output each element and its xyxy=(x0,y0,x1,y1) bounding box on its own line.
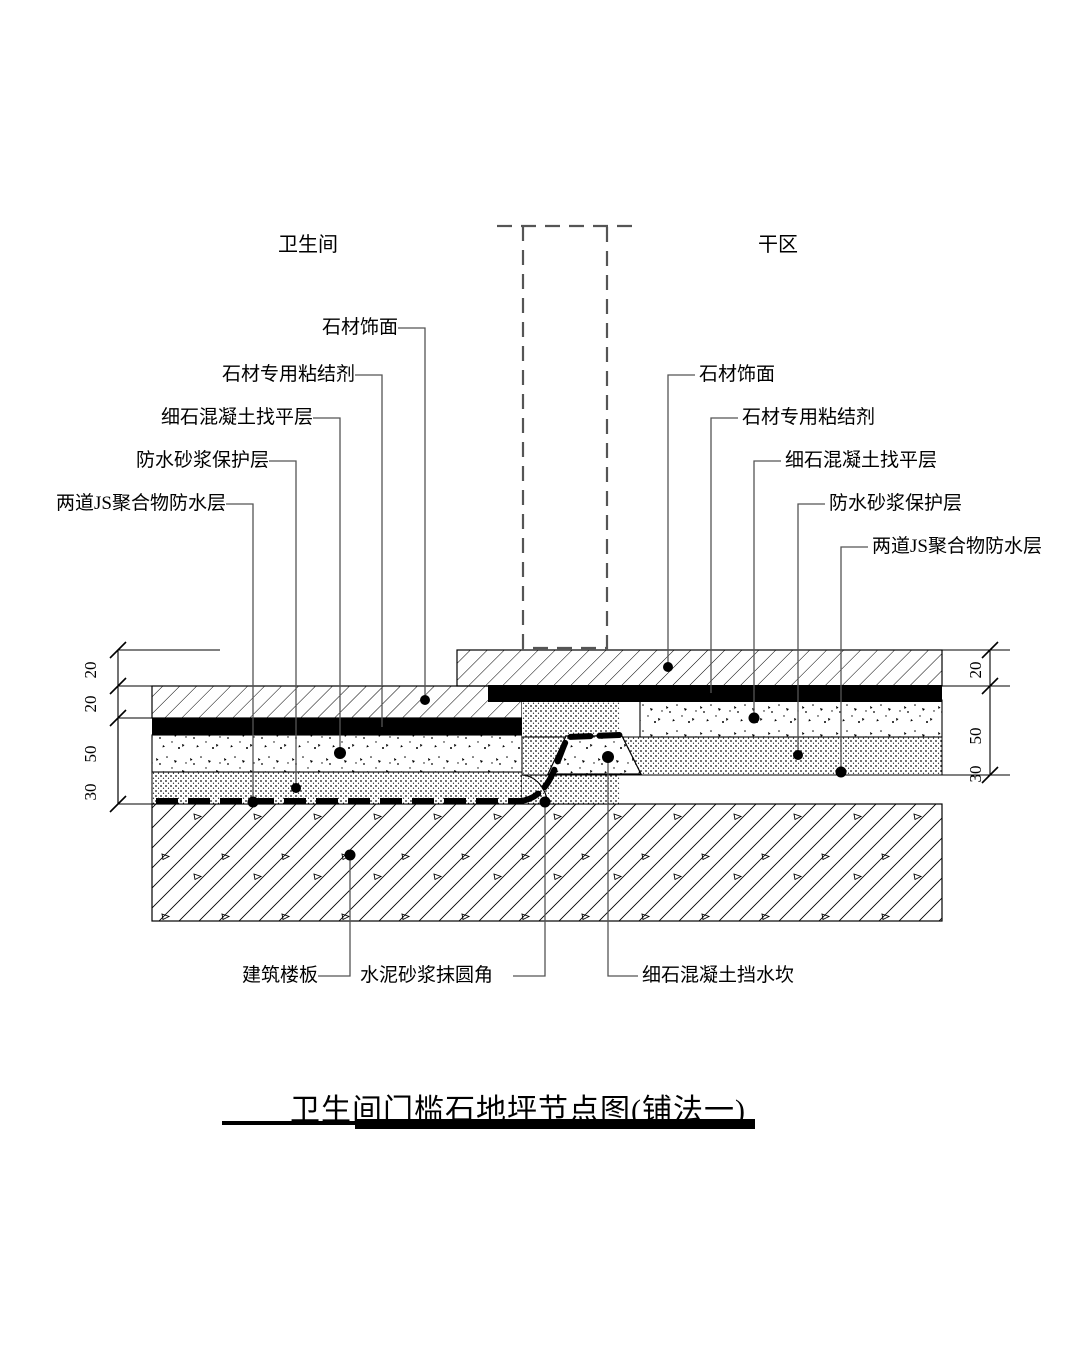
right-stone-adhesive-band xyxy=(488,685,942,702)
dimension-chain-right xyxy=(870,641,1010,784)
leader-lines-left xyxy=(226,327,426,802)
leader-dots-bottom xyxy=(344,751,614,861)
label-js-polymer-waterproof-right: 两道JS聚合物防水层 xyxy=(872,536,1042,557)
drawing-title: 卫生间门槛石地坪节点图(铺法一) xyxy=(290,1094,746,1127)
label-fine-concrete-screed-left: 细石混凝土找平层 xyxy=(160,407,313,428)
right-fine-concrete-screed xyxy=(639,699,943,738)
structural-floor-slab xyxy=(151,803,943,922)
dimension-left-2: 20 xyxy=(81,695,100,713)
label-cement-mortar-fillet: 水泥砂浆抹圆角 xyxy=(360,965,494,986)
label-js-polymer-waterproof-left: 两道JS聚合物防水层 xyxy=(56,493,226,514)
right-stone-facing xyxy=(456,649,943,687)
label-fine-concrete-water-stop: 细石混凝土挡水坎 xyxy=(642,965,795,986)
title-underline xyxy=(222,1119,755,1129)
label-stone-adhesive-left: 石材专用粘结剂 xyxy=(221,364,355,385)
label-stone-adhesive-right: 石材专用粘结剂 xyxy=(742,407,876,428)
leader-lines-right xyxy=(667,374,868,772)
zone-label-dry-area: 干区 xyxy=(758,234,798,256)
dimension-left-3: 50 xyxy=(81,745,100,763)
left-stone-adhesive-band xyxy=(152,718,522,735)
label-waterproof-mortar-protection-left: 防水砂浆保护层 xyxy=(135,450,269,471)
door-leaf-dashed-outline xyxy=(497,224,637,650)
dimension-chain-left xyxy=(109,641,220,813)
leader-dots-right xyxy=(663,662,847,778)
dimension-left-1: 20 xyxy=(81,661,100,679)
js-waterproof-membrane-upturn xyxy=(517,732,623,804)
dimension-right-1: 20 xyxy=(966,661,985,679)
label-structural-floor-slab: 建筑楼板 xyxy=(241,965,318,986)
label-waterproof-mortar-protection-right: 防水砂浆保护层 xyxy=(829,493,963,514)
label-stone-facing-left: 石材饰面 xyxy=(321,317,398,338)
leader-dots-left xyxy=(247,695,430,808)
dimension-right-3: 30 xyxy=(966,765,985,783)
label-fine-concrete-screed-right: 细石混凝土找平层 xyxy=(785,450,938,471)
leader-lines-bottom xyxy=(318,757,638,977)
left-stone-facing xyxy=(151,685,523,719)
label-stone-facing-right: 石材饰面 xyxy=(699,364,776,385)
zone-label-bathroom: 卫生间 xyxy=(278,234,338,256)
dimension-right-2: 50 xyxy=(966,727,985,745)
dimension-left-4: 30 xyxy=(81,783,100,801)
